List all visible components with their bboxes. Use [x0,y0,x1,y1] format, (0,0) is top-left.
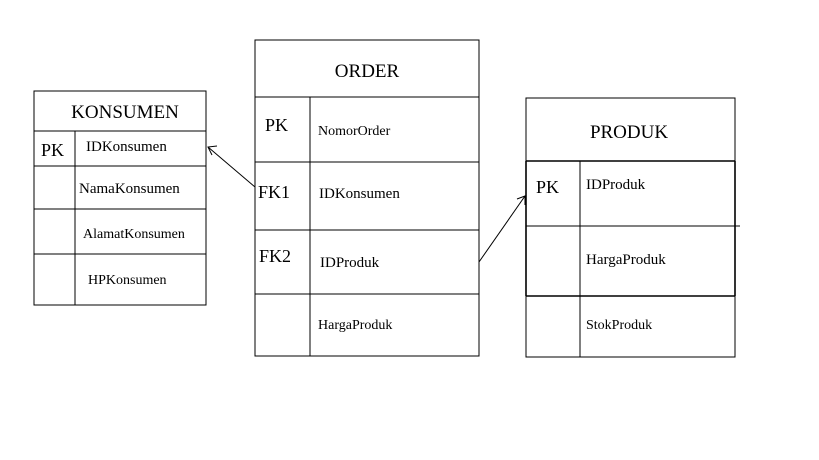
konsumen-row-1-field: IDKonsumen [86,139,167,155]
konsumen-row-2-field: NamaKonsumen [79,181,180,197]
konsumen-row-3-field: AlamatKonsumen [83,227,185,242]
order-table-title: ORDER [335,61,400,82]
order-row-3-key: FK2 [259,246,291,266]
relationship-order-to-konsumen-line [207,146,256,188]
order-row-4-field: HargaProduk [318,318,392,333]
arrowhead-icon [516,195,526,205]
order-row-1-field: NomorOrder [318,124,391,139]
order-row-2-key: FK1 [258,182,290,202]
produk-table [525,97,740,358]
produk-row-2-field: HargaProduk [586,252,666,268]
produk-row-1-key: PK [536,177,559,197]
order-row-1-key: PK [265,115,288,135]
konsumen-table-border [33,90,207,306]
produk-row-3-field: StokProduk [586,318,652,333]
arrowhead-icon [207,145,218,156]
konsumen-table-title: KONSUMEN [71,102,179,123]
order-row-2-field: IDKonsumen [319,186,400,202]
konsumen-row-1-key: PK [41,140,64,160]
order-row-3-field: IDProduk [320,255,380,271]
order-table-border [254,39,480,357]
produk-row-1-field: IDProduk [586,177,646,193]
konsumen-table [33,90,207,306]
order-table [254,39,480,357]
konsumen-row-4-field: HPKonsumen [88,273,167,288]
relationship-order-to-produk-line [478,195,526,263]
produk-table-title: PRODUK [590,122,668,143]
